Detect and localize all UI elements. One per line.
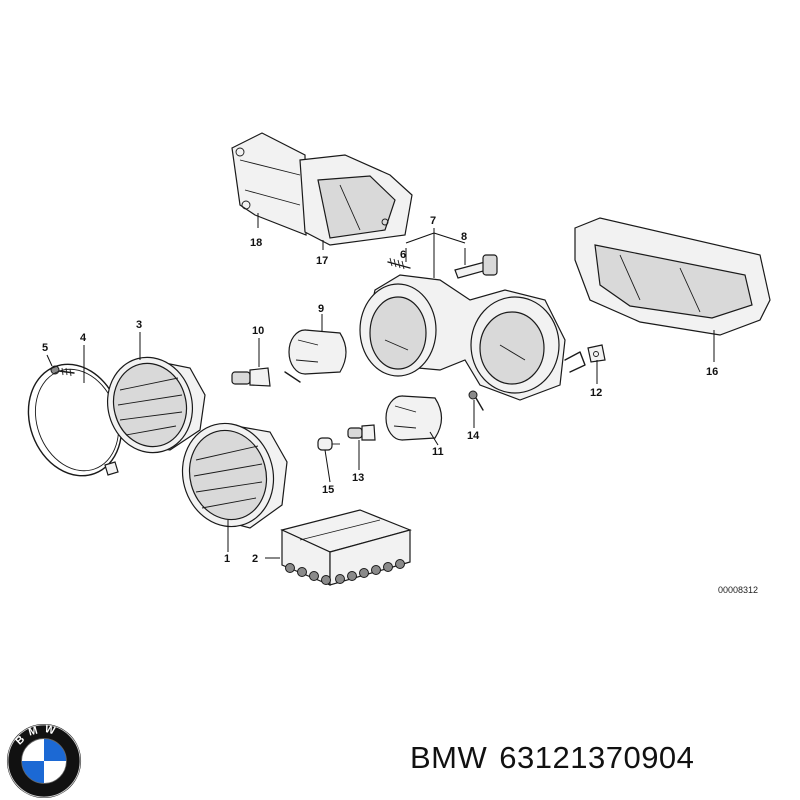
callout-14: 14 xyxy=(467,430,480,442)
part-16-cover xyxy=(574,217,771,336)
callout-15: 15 xyxy=(322,484,334,496)
part-14-screw xyxy=(468,390,484,411)
callout-9: 9 xyxy=(318,303,324,315)
callout-6: 6 xyxy=(400,249,406,261)
callout-11: 11 xyxy=(432,446,444,458)
callout-10: 10 xyxy=(252,325,264,337)
bmw-logo-icon: BMW xyxy=(6,723,82,799)
part-11-bulb-holder xyxy=(385,395,443,441)
callout-16: 16 xyxy=(706,366,718,378)
part-9-bulb-holder xyxy=(284,329,347,383)
part-13-bulb xyxy=(347,424,376,441)
callout-3: 3 xyxy=(136,319,142,331)
leader-lines xyxy=(46,213,715,559)
part-18-cover xyxy=(231,132,307,236)
part-6-screw xyxy=(387,257,411,270)
callout-13: 13 xyxy=(352,472,364,484)
part-7-housing xyxy=(359,274,586,401)
part-15-bulb xyxy=(317,437,340,451)
callout-12: 12 xyxy=(590,387,602,399)
box-bulb-row xyxy=(285,559,405,585)
callout-labels: 1 2 3 4 5 6 7 8 9 10 11 12 13 14 15 16 1… xyxy=(42,215,718,565)
part-3-headlight xyxy=(106,356,206,454)
part-2-box xyxy=(280,509,412,586)
callout-7: 7 xyxy=(430,215,436,227)
part-1-headlight xyxy=(181,422,288,529)
callout-8: 8 xyxy=(461,231,467,243)
callout-1: 1 xyxy=(224,553,230,565)
part-12-clip xyxy=(587,344,606,363)
callout-17: 17 xyxy=(316,255,328,267)
part-number: 63121370904 xyxy=(499,740,695,775)
part-caption: BMW 63121370904 xyxy=(410,740,706,776)
part-10-bulb xyxy=(231,338,271,387)
callout-2: 2 xyxy=(252,553,258,565)
part-17-cover xyxy=(299,154,413,246)
callout-18: 18 xyxy=(250,237,262,249)
figure-id: 00008312 xyxy=(718,585,758,595)
part-8-bolt xyxy=(454,254,498,279)
callout-5: 5 xyxy=(42,342,48,354)
callout-4: 4 xyxy=(80,332,87,344)
brand-name: BMW xyxy=(410,740,488,775)
